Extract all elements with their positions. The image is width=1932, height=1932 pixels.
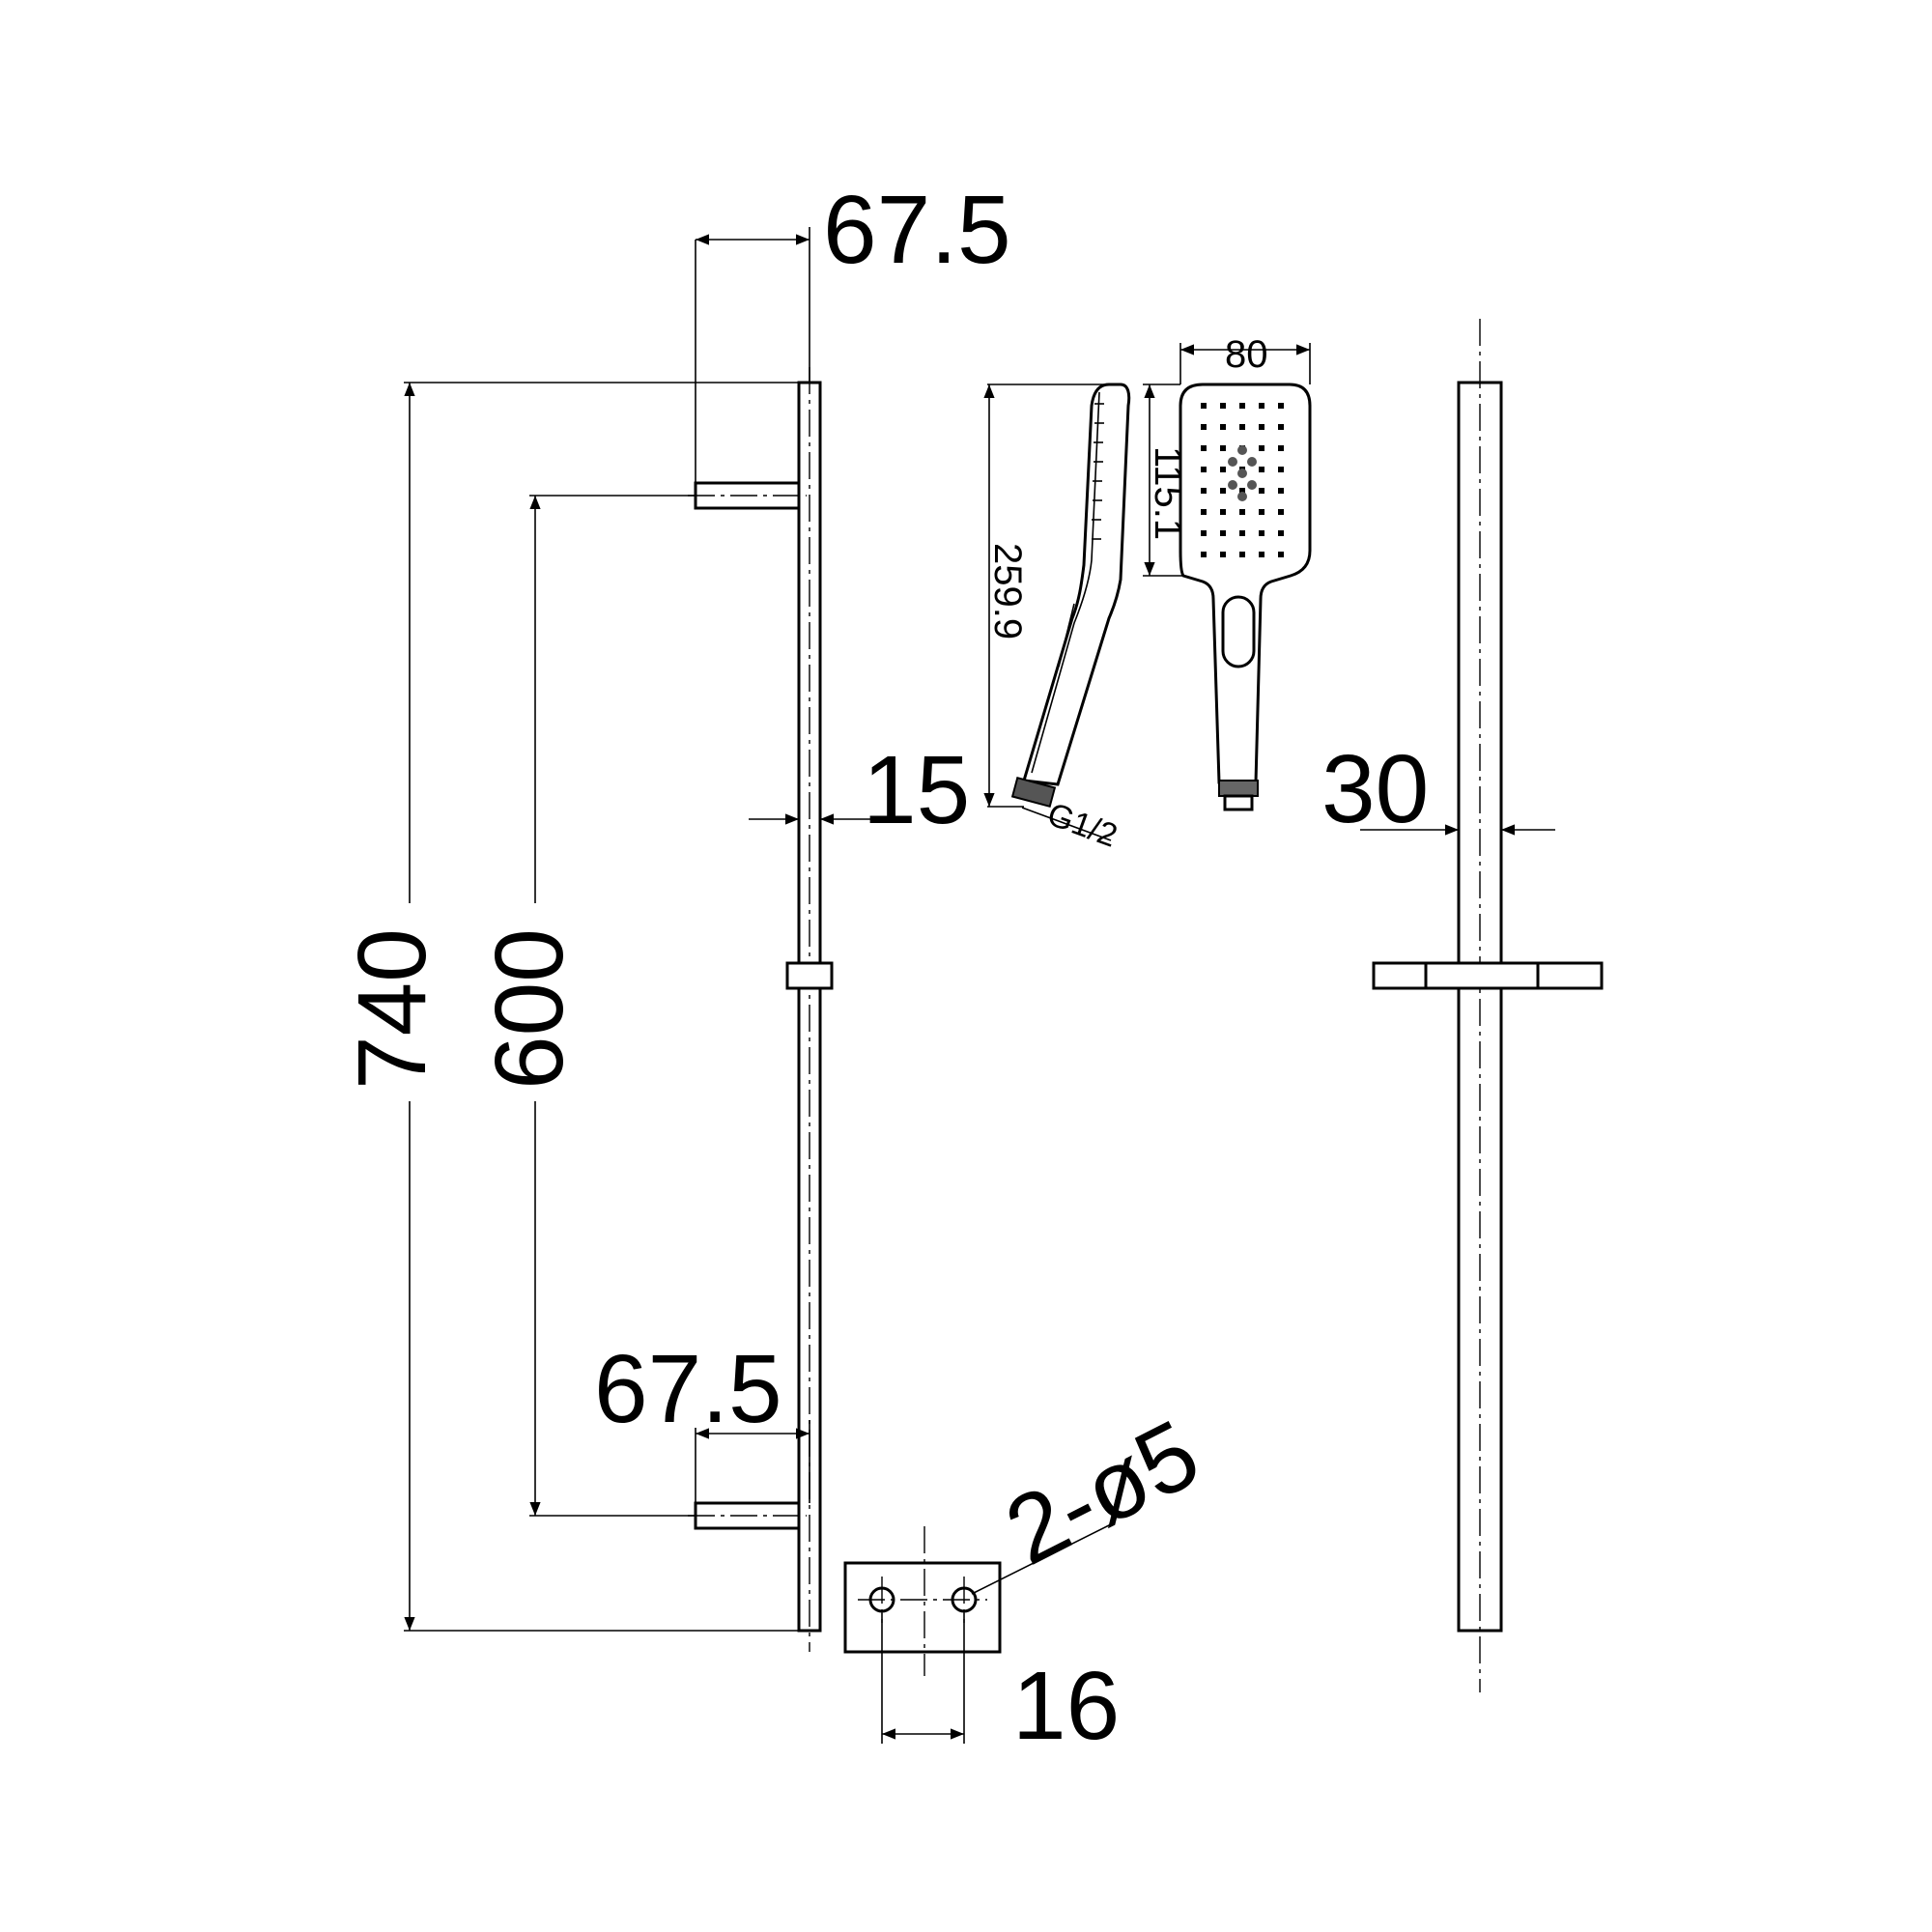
spray-nozzle — [1201, 488, 1207, 494]
spray-nozzle — [1278, 530, 1284, 536]
center-nozzle — [1247, 457, 1257, 467]
spray-nozzle — [1259, 445, 1264, 451]
side-view: 67.5 740 600 15 67.5 — [338, 176, 1011, 1652]
rail-width-front-label: 30 — [1321, 735, 1429, 843]
spray-nozzle — [1201, 403, 1207, 409]
spray-nozzle — [1239, 424, 1245, 430]
spray-nozzle — [1278, 403, 1284, 409]
handset-head-height-label: 115.1 — [1147, 446, 1189, 540]
handset-side-view: 259.9 G1/2 — [983, 383, 1131, 855]
spray-nozzle — [1220, 445, 1226, 451]
spray-nozzle — [1220, 424, 1226, 430]
handset-head — [1179, 383, 1312, 784]
bracket-plate — [843, 1561, 1002, 1654]
fixing-holes-label: 2-ø5 — [989, 1399, 1215, 1585]
spray-nozzle — [1278, 509, 1284, 515]
spray-nozzle — [1259, 530, 1264, 536]
center-nozzle — [1237, 469, 1247, 478]
spray-nozzle — [1259, 488, 1264, 494]
side-slider — [785, 961, 834, 990]
spray-nozzle — [1259, 403, 1264, 409]
front-view: 30 — [1321, 319, 1604, 1692]
handset-front-thread — [1218, 780, 1259, 797]
hole-spacing-label: 16 — [1012, 1652, 1120, 1760]
spray-nozzle — [1220, 403, 1226, 409]
spray-nozzle — [1259, 509, 1264, 515]
handset-side-thread — [1010, 776, 1057, 809]
spray-nozzle — [1201, 509, 1207, 515]
spray-nozzle — [1278, 445, 1284, 451]
spray-nozzle — [1239, 488, 1245, 494]
spray-nozzle — [1239, 530, 1245, 536]
spray-nozzle — [1201, 530, 1207, 536]
rail-width-side-label: 15 — [863, 736, 970, 844]
spray-nozzle — [1259, 467, 1264, 472]
spray-nozzle — [1220, 488, 1226, 494]
handset-side-body — [1022, 383, 1131, 786]
spray-nozzle — [1278, 467, 1284, 472]
spray-nozzle — [1278, 552, 1284, 557]
total-height-label: 740 — [338, 928, 446, 1090]
spray-nozzle — [1201, 467, 1207, 472]
handset-length-label: 259.9 — [986, 543, 1029, 639]
handset-width-label: 80 — [1225, 333, 1268, 376]
spray-nozzle — [1220, 467, 1226, 472]
spray-nozzle — [1220, 552, 1226, 557]
spray-nozzle — [1278, 488, 1284, 494]
top-bracket-depth-label: 67.5 — [823, 176, 1011, 284]
spray-nozzle — [1278, 424, 1284, 430]
spray-nozzles — [1201, 403, 1284, 557]
spray-nozzle — [1239, 552, 1245, 557]
spray-nozzle — [1220, 530, 1226, 536]
spray-nozzle — [1201, 552, 1207, 557]
thread-label: G1/2 — [1042, 796, 1122, 855]
spray-nozzle — [1220, 509, 1226, 515]
handset-front-view: 80 115.1 — [1143, 333, 1312, 811]
center-nozzle — [1228, 480, 1237, 490]
spray-nozzle — [1259, 552, 1264, 557]
bracket-plate-view: 2-ø5 16 — [843, 1399, 1215, 1760]
spray-nozzle — [1259, 424, 1264, 430]
center-nozzle — [1237, 445, 1247, 455]
bracket-spacing-label: 600 — [475, 928, 583, 1090]
bottom-bracket-depth-label: 67.5 — [594, 1335, 782, 1443]
center-nozzle — [1237, 492, 1247, 501]
spray-nozzle — [1239, 403, 1245, 409]
spray-nozzle — [1239, 509, 1245, 515]
center-nozzle — [1247, 480, 1257, 490]
spray-nozzle — [1201, 445, 1207, 451]
center-nozzle — [1228, 457, 1237, 467]
handset-handle-window — [1221, 595, 1256, 668]
front-slider — [1372, 961, 1604, 990]
spray-nozzle — [1201, 424, 1207, 430]
